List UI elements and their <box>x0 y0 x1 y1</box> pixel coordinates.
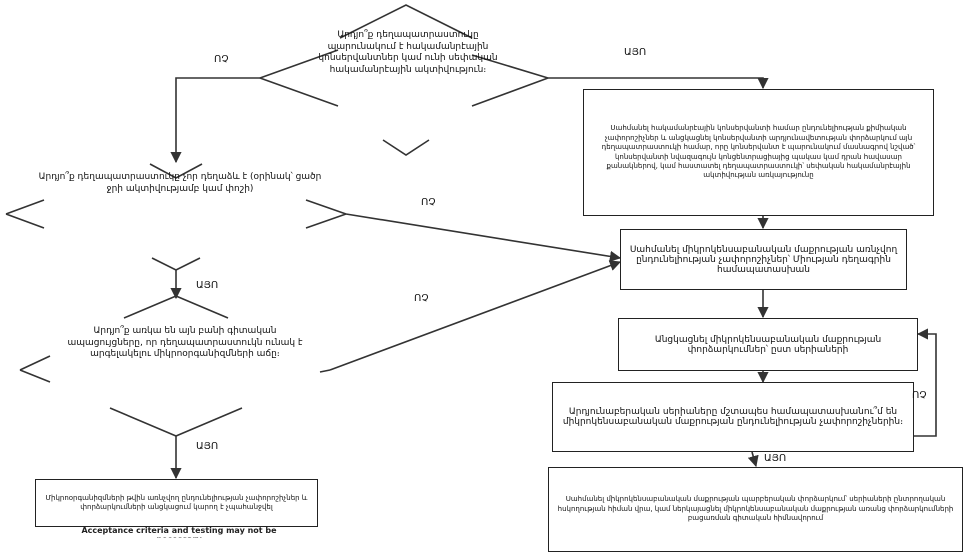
box-microbial-criteria-text: Սահմանել միկրոկենսաբանական մաքրության առ… <box>629 244 898 275</box>
box-no-testing-text: Միկրոօրգանիզմների թվին առնչվող ընդունելի… <box>45 493 308 511</box>
box-preservative-criteria: Սահմանել հակամանրէային կոնսերվանտի համար… <box>583 89 934 216</box>
box-microbial-criteria: Սահմանել միկրոկենսաբանական մաքրության առ… <box>620 229 907 290</box>
connector-box4-no-loop <box>914 328 937 437</box>
box-batch-testing-text: Անցկացնել միկրոկենսաբանական մաքրության փ… <box>654 334 882 355</box>
box-consistency-question: Արդյունաբերական սերիաները մշտապես համապա… <box>552 382 914 452</box>
box-no-testing: Միկրոօրգանիզմների թվին առնչվող ընդունելի… <box>35 479 318 527</box>
decision-3-text: Արդյո՞ք առկա են այն բանի գիտական ապացույ… <box>67 326 303 360</box>
box-preservative-criteria-text: Սահմանել հակամանրէային կոնսերվանտի համար… <box>601 124 916 180</box>
label-yes-box4: ԱՅՈ <box>764 453 787 464</box>
connector-box4-yes <box>747 451 759 468</box>
connector-d2-no <box>345 213 622 262</box>
box-periodic-testing: Սահմանել միկրոկենսաբանական մաքրության պա… <box>548 467 963 552</box>
decision-2-diamond <box>5 163 347 271</box>
label-yes-d3: ԱՅՈ <box>196 441 219 452</box>
connector-d1-yes <box>548 77 769 90</box>
box-consistency-question-text: Արդյունաբերական սերիաները մշտապես համապա… <box>562 407 904 427</box>
label-yes-d2: ԱՅՈ <box>196 280 219 291</box>
label-no-loop: ՈՉ <box>912 390 927 401</box>
box-batch-testing: Անցկացնել միկրոկենսաբանական մաքրության փ… <box>618 318 918 371</box>
decision-1-text: Արդյո՞ք դեղապատրաստուկը պարունակում է հա… <box>318 30 498 75</box>
box-periodic-testing-text: Սահմանել միկրոկենսաբանական մաքրության պա… <box>557 495 954 523</box>
decision-2-text: Արդյո՞ք դեղապատրաստուկը չոր դեղաձև է (օր… <box>38 172 322 194</box>
connector-d3-no <box>329 260 622 371</box>
connector-d1-no <box>170 77 260 164</box>
cutoff-english-text: Acceptance criteria and testing may not … <box>81 526 277 538</box>
label-no-d1: ՈՉ <box>214 54 229 65</box>
label-no-d2: ՈՉ <box>421 197 436 208</box>
decision-1-diamond <box>259 4 549 156</box>
decision-3-diamond <box>19 295 331 437</box>
label-yes-d1: ԱՅՈ <box>624 47 647 58</box>
label-no-d3: ՈՉ <box>414 293 429 304</box>
